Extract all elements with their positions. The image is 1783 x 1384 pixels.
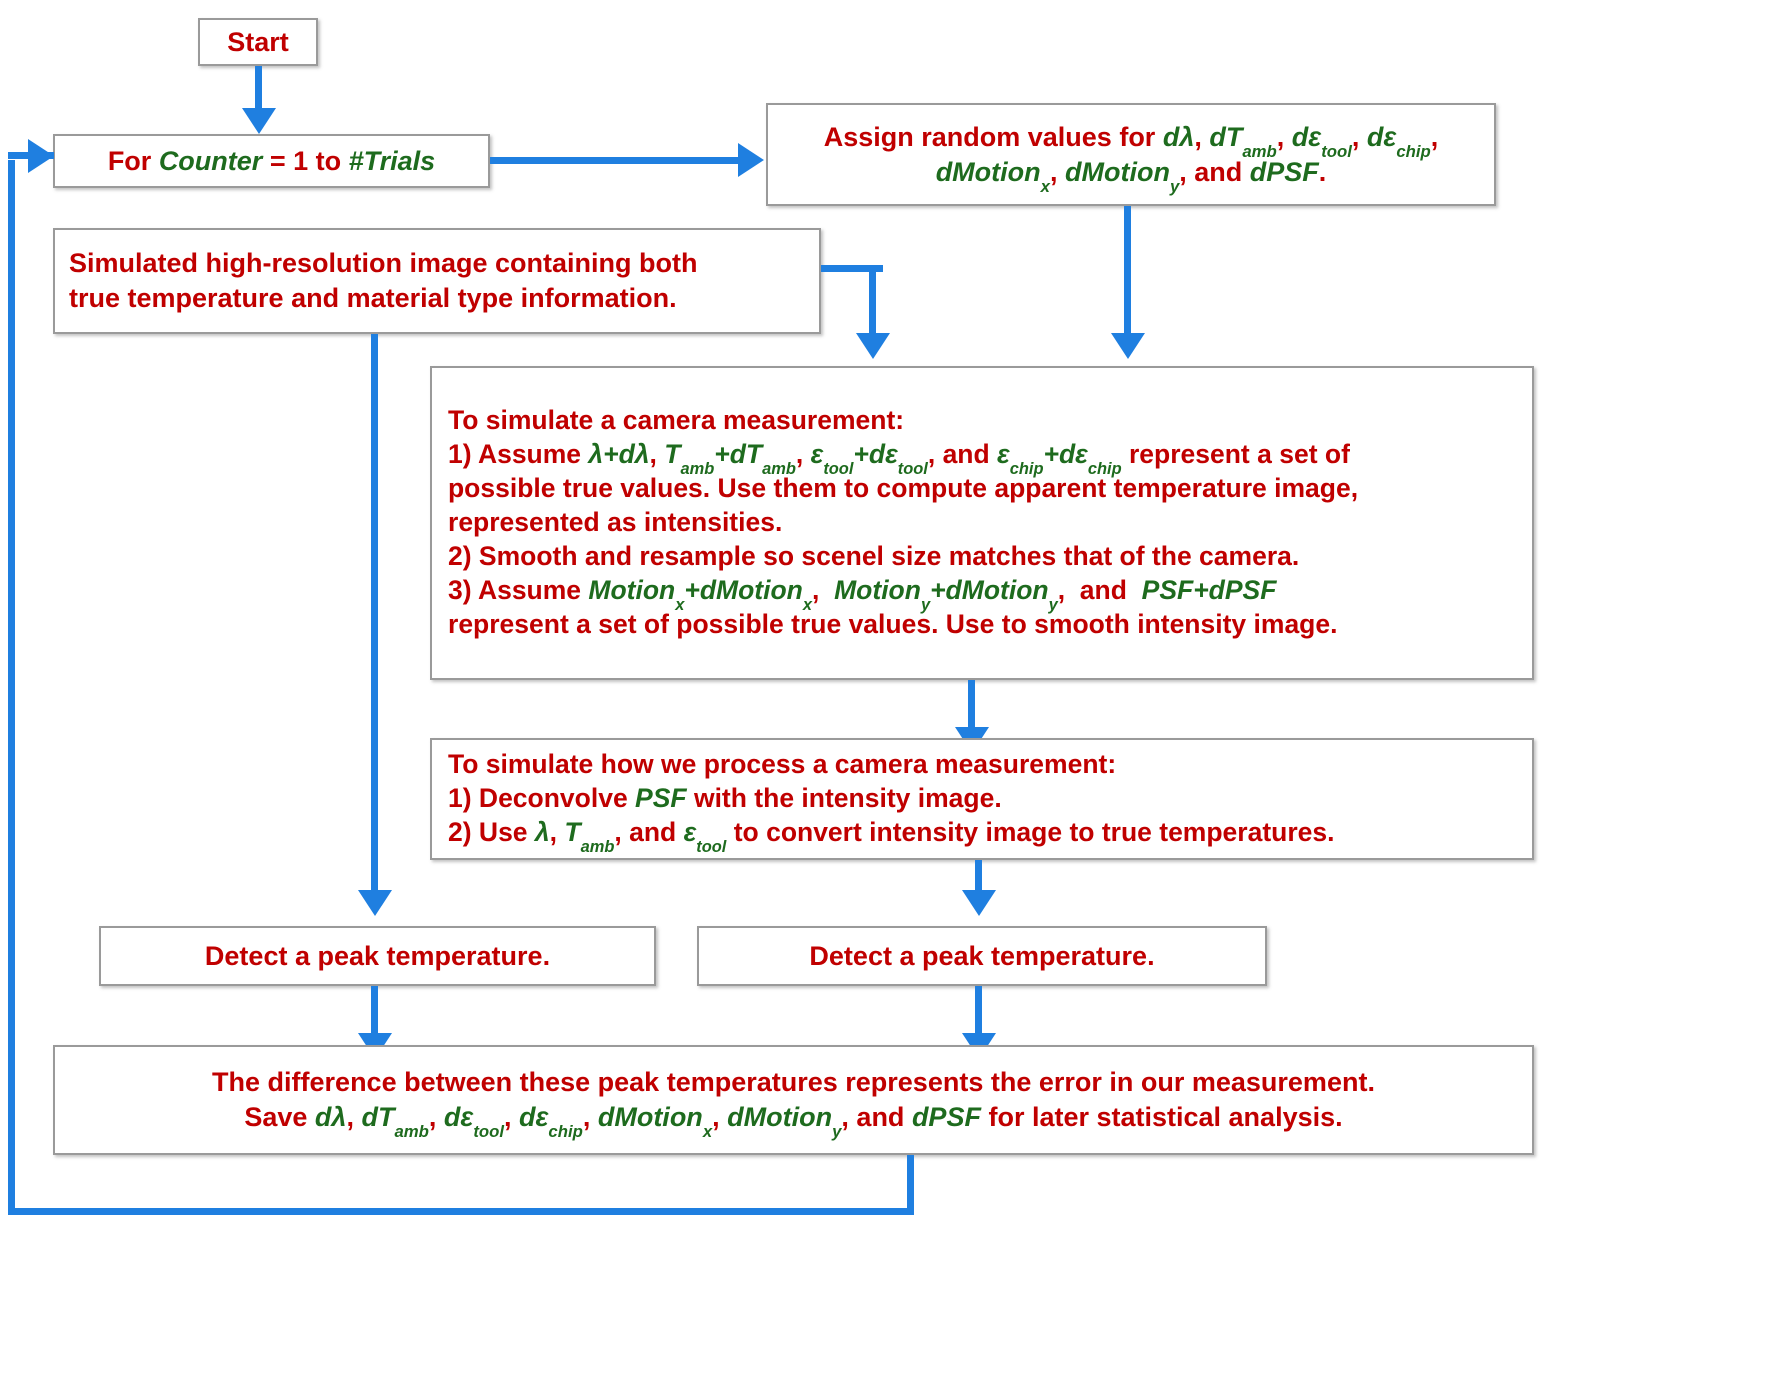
save-var-dmotiony: dMotiony xyxy=(727,1102,842,1142)
simulate-camera-step1-cont: possible true values. Use them to comput… xyxy=(448,473,1359,504)
process-step1-post: with the intensity image. xyxy=(686,783,1002,814)
node-process-camera-measurement: To simulate how we process a camera meas… xyxy=(430,738,1534,860)
arrowhead-loop-to-assign xyxy=(738,143,764,177)
difference-line1: The difference between these peak temper… xyxy=(212,1067,1375,1098)
step1-prefix: 1) Assume xyxy=(448,439,589,470)
difference-save-post: for later statistical analysis. xyxy=(980,1102,1343,1132)
connector-simimage-to-peak-left xyxy=(371,334,378,900)
connector-peakleft-to-difference xyxy=(371,986,378,1046)
node-simulated-image: Simulated high-resolution image containi… xyxy=(53,228,821,334)
node-simulate-camera-text: To simulate a camera measurement: 1) Ass… xyxy=(432,400,1532,645)
var-deps-tool: dεtool xyxy=(1291,121,1352,162)
detect-peak-left-label: Detect a peak temperature. xyxy=(204,940,551,971)
arrowhead-process-to-peak-right xyxy=(962,890,996,916)
node-assign-random-values: Assign random values for dλ, dTamb, dεto… xyxy=(766,103,1496,206)
expr-epstool-plus-depstool: εtool+dεtool xyxy=(810,439,928,479)
node-simulated-image-label: Simulated high-resolution image containi… xyxy=(55,242,819,319)
connector-process-to-peak-right xyxy=(975,860,982,900)
connector-start-to-loop xyxy=(255,66,262,114)
expr-lambda-plus-dlambda: λ+dλ xyxy=(588,439,650,470)
connector-loopback-left xyxy=(8,160,15,1215)
node-loop: For Counter = 1 to #Trials xyxy=(53,134,490,188)
node-loop-label: For Counter = 1 to #Trials xyxy=(55,140,488,183)
loop-trials-var: #Trials xyxy=(348,145,436,176)
simulated-image-line2: true temperature and material type infor… xyxy=(69,283,677,313)
arrowhead-simimage-to-peak-left xyxy=(358,890,392,916)
simulate-camera-step3-cont: represent a set of possible true values.… xyxy=(448,608,1338,639)
save-var-dlambda: dλ xyxy=(314,1102,347,1132)
var-dmotion-x: dMotionx xyxy=(935,156,1050,196)
simulate-camera-step3: 3) Assume Motionx+dMotionx, Motiony+dMot… xyxy=(448,574,1277,614)
connector-camera-to-process xyxy=(968,680,975,740)
connector-simimage-to-camera-h xyxy=(821,265,883,272)
difference-line2: Save dλ, dTamb, dεtool, dεchip, dMotionx… xyxy=(244,1102,1343,1142)
loop-counter-var: Counter xyxy=(158,145,263,176)
expr-Tamb-plus-dTamb: Tamb+dTamb xyxy=(664,439,796,479)
arrowhead-loopback-into-loop xyxy=(28,139,54,173)
process-camera-heading: To simulate how we process a camera meas… xyxy=(448,749,1117,780)
save-var-dTamb: dTamb xyxy=(361,1102,429,1142)
loop-prefix: For xyxy=(107,145,159,176)
simulate-camera-heading: To simulate a camera measurement: xyxy=(448,405,905,436)
expr-epschip-plus-depschip: εchip+dεchip xyxy=(997,439,1122,479)
step1-mid: represent a set of xyxy=(1121,439,1350,470)
simulate-camera-step1-cont2: represented as intensities. xyxy=(448,507,783,538)
connector-peakright-to-difference xyxy=(975,986,982,1046)
difference-save-prefix: Save xyxy=(244,1102,315,1132)
connector-simimage-to-camera-v xyxy=(869,265,876,343)
node-start: Start xyxy=(198,18,318,66)
arrowhead-simimage-to-camera xyxy=(856,333,890,359)
expr-motiony: Motiony+dMotiony xyxy=(834,574,1058,614)
save-var-dmotionx: dMotionx xyxy=(597,1102,713,1142)
process-camera-step1: 1) Deconvolve PSF with the intensity ima… xyxy=(448,782,1518,816)
save-var-depschip: dεchip xyxy=(519,1102,583,1142)
node-assign-label: Assign random values for dλ, dTamb, dεto… xyxy=(823,121,1439,196)
expr-motionx: Motionx+dMotionx xyxy=(588,574,813,614)
connector-loopback-down xyxy=(907,1155,914,1215)
simulate-camera-step1: 1) Assume λ+dλ, Tamb+dTamb, εtool+dεtool… xyxy=(448,439,1350,479)
var-dmotion-y: dMotiony xyxy=(1064,156,1180,196)
connector-assign-to-camera xyxy=(1124,206,1131,343)
detect-peak-right-label: Detect a peak temperature. xyxy=(809,940,1155,971)
simulate-camera-step2: 2) Smooth and resample so scenel size ma… xyxy=(448,540,1300,571)
node-process-camera-text: To simulate how we process a camera meas… xyxy=(432,744,1532,856)
step3-prefix: 3) Assume xyxy=(448,574,589,605)
process-step2-prefix: 2) Use xyxy=(448,816,535,847)
arrowhead-start-to-loop xyxy=(242,108,276,134)
node-detect-peak-right: Detect a peak temperature. xyxy=(697,926,1267,986)
connector-loopback-bottom xyxy=(8,1208,914,1215)
var-dpsf: dPSF xyxy=(1249,156,1319,187)
process-step1-prefix: 1) Deconvolve xyxy=(448,783,636,814)
node-simulate-camera-measurement: To simulate a camera measurement: 1) Ass… xyxy=(430,366,1534,680)
var-Tamb: Tamb xyxy=(564,816,615,856)
var-eps-tool: εtool xyxy=(683,816,727,856)
save-var-depstool: dεtool xyxy=(443,1102,504,1142)
var-dTamb: dTamb xyxy=(1209,121,1277,162)
loop-mid: = 1 to xyxy=(262,145,349,176)
process-camera-step2: 2) Use λ, Tamb, and εtool to convert int… xyxy=(448,816,1335,856)
simulated-image-line1: Simulated high-resolution image containi… xyxy=(69,248,698,279)
node-start-label: Start xyxy=(227,26,289,57)
node-detect-peak-left: Detect a peak temperature. xyxy=(99,926,656,986)
var-dlambda: dλ xyxy=(1162,121,1195,152)
assign-prefix: Assign random values for xyxy=(823,121,1163,152)
save-var-dpsf: dPSF xyxy=(911,1102,981,1132)
var-psf: PSF xyxy=(635,783,687,814)
var-deps-chip: dεchip xyxy=(1366,121,1431,162)
connector-loop-to-assign xyxy=(490,157,740,164)
expr-psf: PSF+dPSF xyxy=(1141,574,1277,605)
arrowhead-assign-to-camera xyxy=(1111,333,1145,359)
process-step2-post: to convert intensity image to true tempe… xyxy=(726,816,1335,847)
node-difference-save: The difference between these peak temper… xyxy=(53,1045,1534,1155)
var-lambda: λ xyxy=(534,816,550,847)
node-difference-text: The difference between these peak temper… xyxy=(55,1061,1532,1142)
